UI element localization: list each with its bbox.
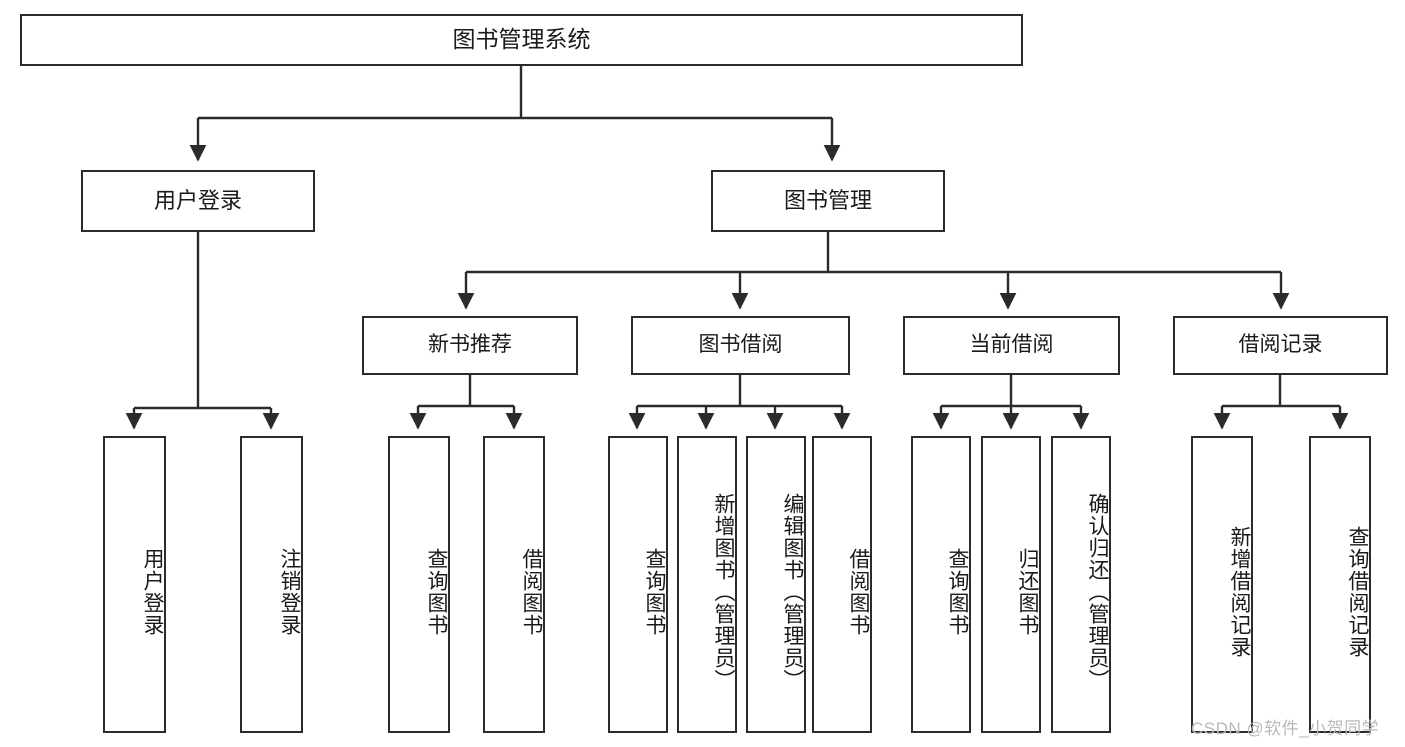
leaf-new-book-query-book[interactable]: 查询图书: [388, 436, 450, 733]
node-label: 用户登录: [141, 547, 164, 636]
leaf-book-borrow-edit-book-admin[interactable]: 编辑图书（管理员）: [746, 436, 806, 733]
node-label: 图书管理系统: [452, 26, 591, 53]
leaf-new-book-borrow-book[interactable]: 借阅图书: [483, 436, 545, 733]
node-label: 用户登录: [153, 188, 242, 214]
node-new-book-recommend[interactable]: 新书推荐: [362, 316, 578, 375]
node-label: 新增图书（管理员）: [712, 492, 735, 691]
node-label: 编辑图书（管理员）: [781, 492, 804, 691]
node-label: 确认归还（管理员）: [1086, 492, 1109, 691]
leaf-book-borrow-add-book-admin[interactable]: 新增图书（管理员）: [677, 436, 737, 733]
leaf-book-borrow-borrow-book[interactable]: 借阅图书: [812, 436, 872, 733]
node-label: 图书借阅: [698, 333, 783, 357]
node-label: 借阅图书: [520, 547, 543, 636]
node-borrow-record[interactable]: 借阅记录: [1173, 316, 1388, 375]
node-label: 归还图书: [1016, 547, 1039, 636]
node-book-management[interactable]: 图书管理: [711, 170, 945, 232]
node-label: 注销登录: [278, 547, 301, 636]
leaf-book-borrow-query-book[interactable]: 查询图书: [608, 436, 668, 733]
node-book-borrow[interactable]: 图书借阅: [631, 316, 850, 375]
node-root-book-management-system[interactable]: 图书管理系统: [20, 14, 1023, 66]
node-label: 新增借阅记录: [1228, 525, 1251, 658]
node-label: 借阅图书: [847, 547, 870, 636]
node-label: 新书推荐: [428, 333, 512, 357]
csdn-watermark: CSDN @软件_小贺同学: [1191, 719, 1380, 738]
node-label: 当前借阅: [969, 333, 1054, 357]
node-label: 查询借阅记录: [1346, 525, 1369, 658]
node-label: 查询图书: [425, 547, 448, 636]
leaf-borrow-record-add-record[interactable]: 新增借阅记录: [1191, 436, 1253, 733]
leaf-user-login-login[interactable]: 用户登录: [103, 436, 166, 733]
leaf-current-borrow-query-book[interactable]: 查询图书: [911, 436, 971, 733]
node-user-login[interactable]: 用户登录: [81, 170, 315, 232]
leaf-current-borrow-return-book[interactable]: 归还图书: [981, 436, 1041, 733]
leaf-borrow-record-query-record[interactable]: 查询借阅记录: [1309, 436, 1371, 733]
node-label: 查询图书: [946, 547, 969, 636]
node-label: 图书管理: [783, 188, 872, 214]
node-current-borrow[interactable]: 当前借阅: [903, 316, 1120, 375]
node-label: 查询图书: [643, 547, 666, 636]
leaf-user-login-logout[interactable]: 注销登录: [240, 436, 303, 733]
node-label: 借阅记录: [1238, 333, 1323, 357]
leaf-current-borrow-confirm-return-admin[interactable]: 确认归还（管理员）: [1051, 436, 1111, 733]
